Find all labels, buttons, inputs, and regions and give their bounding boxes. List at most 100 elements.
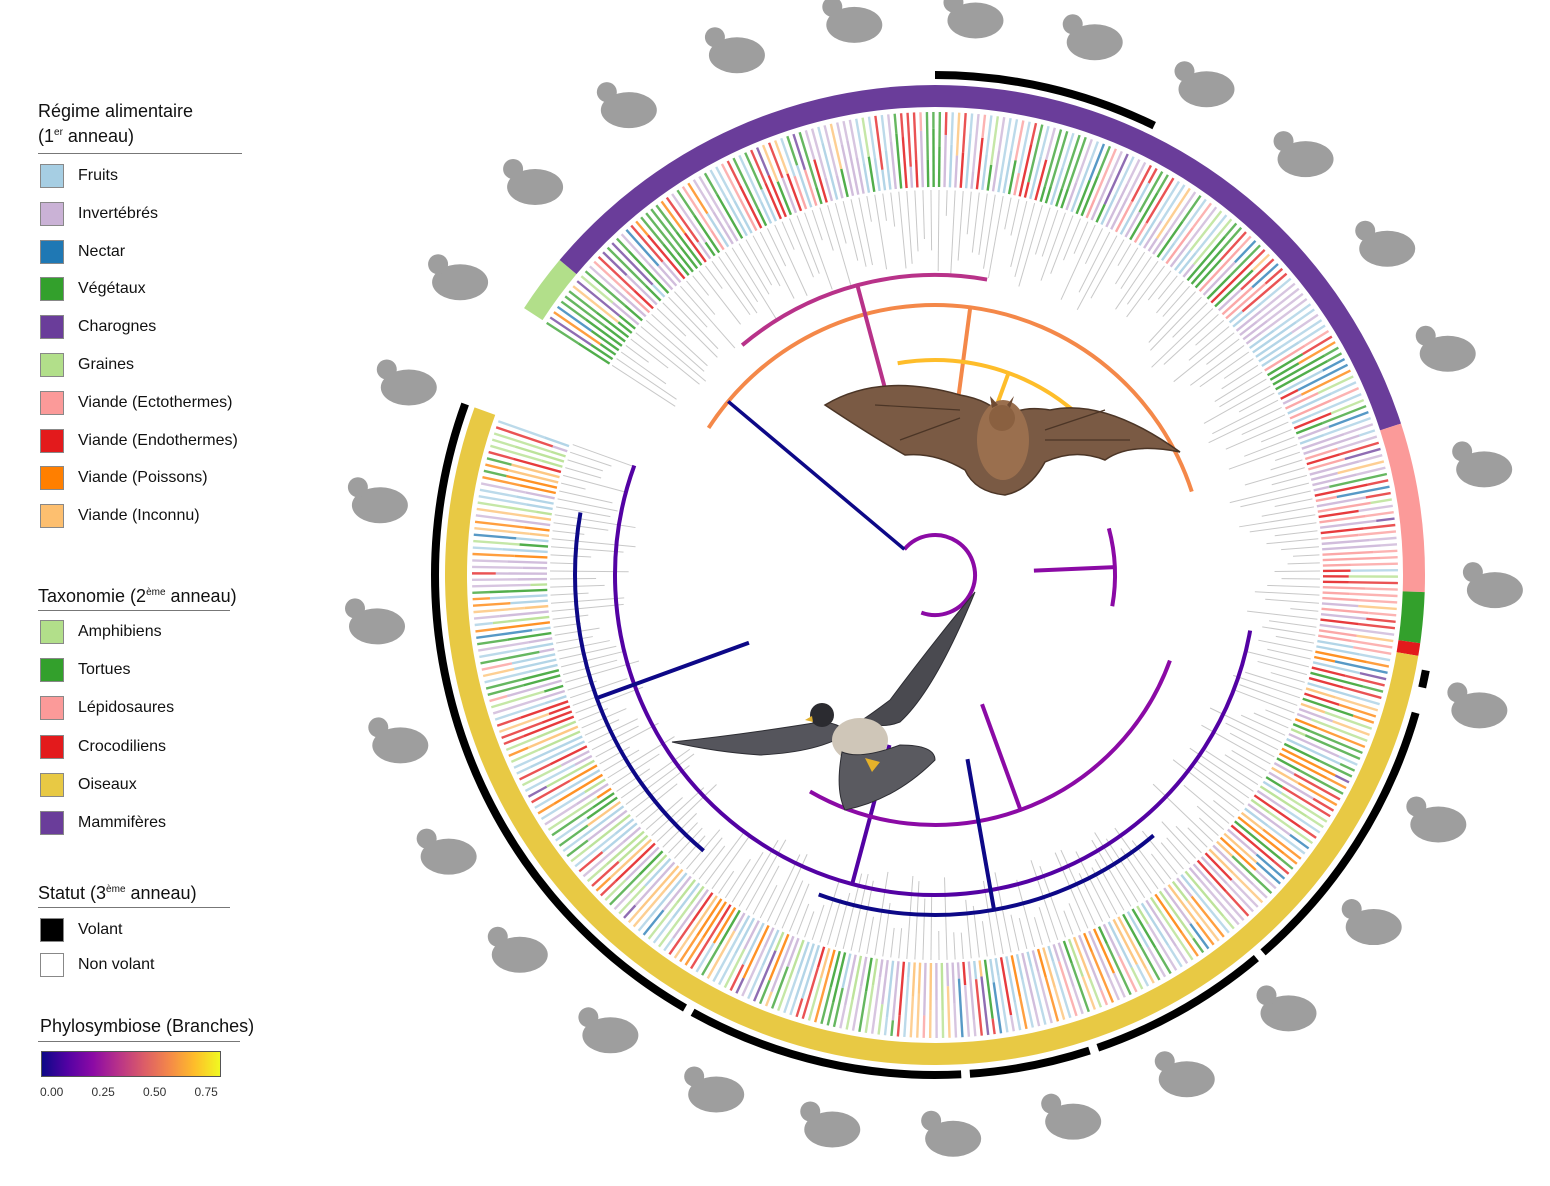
diet-bar [503,734,525,746]
diet-bar [1298,341,1336,365]
diet-bar [605,830,645,866]
diet-bar [903,977,910,1038]
status-legend-divider [38,907,230,908]
tree-tip [850,199,867,267]
diet-bar [889,141,897,190]
tree-tip [1014,202,1036,278]
diet-bar [475,627,499,633]
diet-bar [637,915,652,932]
tree-tip [1117,243,1132,266]
perching-bird-icon [368,717,429,764]
diet-bar [1015,953,1024,980]
diet-bar [1358,504,1393,513]
diet-bar [1295,422,1323,435]
diet-bar [613,892,632,911]
diet-bar [516,766,531,775]
diet-bar [832,952,847,1003]
tree-tip [759,231,795,299]
diet-bar [1316,726,1366,749]
diet-bar [732,157,760,210]
tree-tip [752,865,780,915]
diet-bar [1105,183,1129,228]
diet-bar [770,935,795,993]
diet-bar [524,763,576,792]
diet-bar [1256,287,1300,323]
diet-bar [1301,433,1345,450]
diet-bar [1214,269,1254,308]
tree-tip [1038,907,1051,943]
silhouette-body [491,936,548,973]
taxonomy-legend-item: Crocodiliens [40,734,166,760]
diet-bar [586,863,608,883]
tree-tip [1212,399,1279,435]
diet-bar [1126,911,1150,948]
diet-bar [472,590,490,594]
silhouette-head [416,828,437,849]
diet-bar [1234,239,1257,264]
diet-bar [810,128,827,179]
diet-bar [541,459,563,468]
diet-bar [767,174,788,218]
silhouette-body [1260,995,1317,1032]
diet-bar [1235,310,1262,332]
diet-bar [1184,870,1225,918]
silhouette-head [1273,131,1294,152]
diet-bar [703,172,719,196]
diet-bar [1030,966,1047,1025]
silhouette-head [800,1101,821,1122]
diet-bar [1350,562,1398,567]
diet-bar [1117,916,1148,970]
silhouette-head [1041,1093,1062,1114]
silhouette-body [582,1017,639,1054]
diet-bar [1264,267,1284,285]
diet-bar [1225,890,1250,917]
diet-bar [980,976,990,1036]
diet-bar [536,720,577,739]
diet-bar [547,796,598,831]
tree-tip [811,904,825,941]
diet-bar [501,721,543,740]
diet-bar [1070,962,1090,1013]
diet-bar [614,842,656,883]
diet-bar [739,185,763,229]
silhouette-head [596,82,617,103]
silhouette-head [822,0,843,17]
tree-tip [599,746,631,765]
diet-bar [1312,661,1361,675]
tree-tip [555,506,611,518]
diet-bar [1336,485,1390,499]
animal-silhouettes [345,0,1523,1157]
diet-bar [523,674,561,687]
silhouette-head [1452,441,1473,462]
diet-bar [550,450,566,458]
diet-bar [1154,893,1183,934]
tree-tip [774,224,808,296]
phylosymbiosis-legend-divider [38,1041,240,1042]
diet-bar [477,501,537,514]
legend-swatch [40,428,64,453]
diet-bar [747,965,764,1000]
diet-bar [1280,792,1328,823]
tree-tip [554,514,636,529]
diet-bar [1100,989,1109,1006]
diet-bar [1304,447,1338,461]
diet-bar [774,931,785,952]
tree-tip [551,603,624,612]
tree-tip [711,260,751,316]
phylogenetic-tree-figure [345,0,1523,1157]
tree-tip [1275,635,1315,644]
diet-bar [1358,622,1396,630]
diet-bar [1219,836,1257,871]
diet-bar [1045,127,1056,161]
diet-bar [1013,172,1021,196]
diet-bar [645,212,679,254]
diet-bar [997,975,1009,1033]
diet-bar [1307,682,1361,700]
legend-label: Nectar [78,242,126,260]
diet-bar [527,785,548,798]
diet-bar [1303,434,1360,455]
diet-bar [1344,627,1395,636]
diet-bar [492,697,541,715]
diet-bar [625,290,651,314]
tree-tip [1258,639,1313,652]
